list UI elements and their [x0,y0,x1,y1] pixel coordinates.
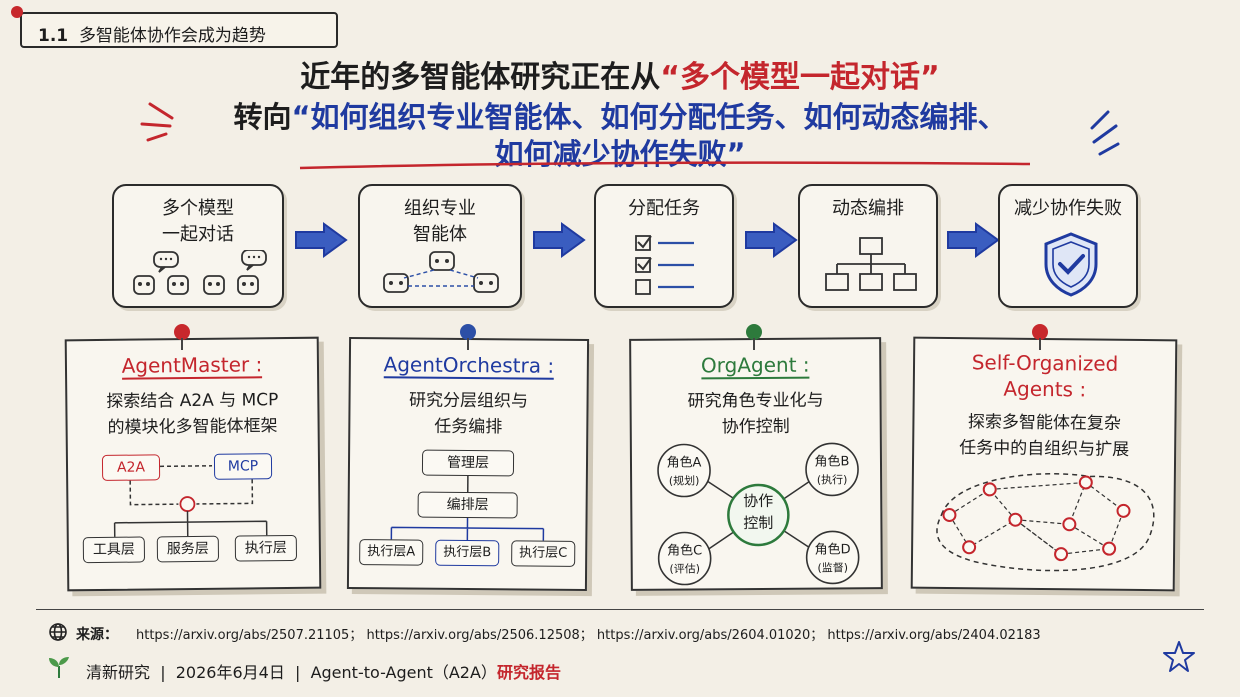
flow-step-4: 动态编排 [798,184,938,308]
executor-box: 执行层C [511,540,576,567]
card-orgagent: OrgAgent : 研究角色专业化与 协作控制 协作 控制 角色A(规划) 角… [629,337,883,591]
flow-step-2: 组织专业 智能体 [358,184,522,308]
checklist-icon [635,235,694,295]
headline-line-2: 转向“如何组织专业智能体、如何分配任务、如何动态编排、 [0,94,1240,136]
footer-meta: 清新研究 | 2026年6月4日 | Agent-to-Agent（A2A）研究… [86,663,561,682]
org-chart-icon [825,237,917,291]
headline-prefix-1: 近年的多智能体研究正在从 [300,60,661,95]
card-diagram-lines [113,465,268,537]
flow-step-label: 多个模型 一起对话 [162,198,234,245]
flow-step-3: 分配任务 [594,184,734,308]
headline-quote-1: “多个模型一起对话” [660,60,940,95]
flow-step-label: 分配任务 [628,198,700,219]
flow-step-1: 多个模型 一起对话 [112,184,284,308]
pushpin-icon [460,324,476,350]
section-number: 1.1 [38,26,69,46]
headline-decorations [140,102,1120,170]
headline-quote-2: “如何组织专业智能体、如何分配任务、如何动态编排、 [291,100,1007,134]
layer-box: 工具层 [82,536,146,564]
role-diagram [657,442,860,586]
pushpin-icon [746,324,762,350]
chat-robots-icon [133,250,267,295]
headline-prefix-2: 转向 [233,100,292,134]
mcp-box: MCP [213,453,273,480]
role-node: 角色C(评估) [667,543,703,576]
source-label: 来源： [76,627,118,643]
headline-underline [299,161,1031,170]
star-icon [1163,641,1195,672]
org-name: 清新研究 [86,663,151,682]
report-type: 研究报告 [496,663,561,682]
executor-box: 执行层B [435,539,500,567]
left-emphasis-strokes-icon [140,102,174,142]
card-diagram-lines [390,475,545,541]
role-node: 角色B(执行) [814,454,850,487]
footer-divider [36,609,1204,610]
card-agentmaster: AgentMaster : 探索结合 A2A 与 MCP 的模块化多智能体框架 … [64,336,322,592]
a2a-box: A2A [101,454,161,481]
self-organizing-network-icon [936,472,1155,572]
flow-arrow-icon [533,222,586,258]
globe-icon [49,623,67,641]
report-date: 2026年6月4日 [175,663,285,682]
collaboration-control-node: 协作 控制 [743,491,774,533]
right-emphasis-strokes-icon [1090,110,1120,156]
flow-arrow-icon [947,222,1000,258]
sprout-icon [49,657,69,678]
role-node: 角色D(监督) [814,542,851,575]
pin-icon [11,6,23,18]
source-links[interactable]: https://arxiv.org/abs/2507.21105； https:… [136,628,1041,643]
headline-quote-3: 如何减少协作失败” [494,137,746,171]
executor-box: 执行层A [359,539,424,566]
shield-check-icon [1044,232,1098,297]
flow-step-label: 动态编排 [832,198,904,219]
flow-arrow-icon [745,222,798,258]
flow-arrow-icon [295,222,348,258]
section-tag: 1.1 多智能体协作会成为趋势 [20,12,338,48]
management-layer-box: 管理层 [421,449,515,477]
pushpin-icon [1032,324,1048,350]
layer-box: 执行层 [234,534,298,562]
robot-network-icon [383,251,499,293]
headline-line-1: 近年的多智能体研究正在从“多个模型一起对话” [0,52,1240,96]
card-self-organized-agents: Self-Organized Agents : 探索多智能体在复杂 任务中的自组… [910,336,1178,592]
card-agentorchestra: AgentOrchestra : 研究分层组织与 任务编排 管理层 编排层 执行… [346,336,590,592]
flow-step-5: 减少协作失败 [998,184,1138,308]
role-node: 角色A(规划) [666,455,702,488]
orchestration-layer-box: 编排层 [417,491,518,519]
report-topic: Agent-to-Agent（A2A） [310,663,497,682]
headline-line-3: 如何减少协作失败” [0,131,1240,173]
flow-step-label: 组织专业 智能体 [404,198,476,245]
pushpin-icon [174,324,190,350]
section-title: 多智能体协作会成为趋势 [78,26,266,46]
layer-box: 服务层 [156,535,220,563]
flow-step-label: 减少协作失败 [1014,198,1122,219]
